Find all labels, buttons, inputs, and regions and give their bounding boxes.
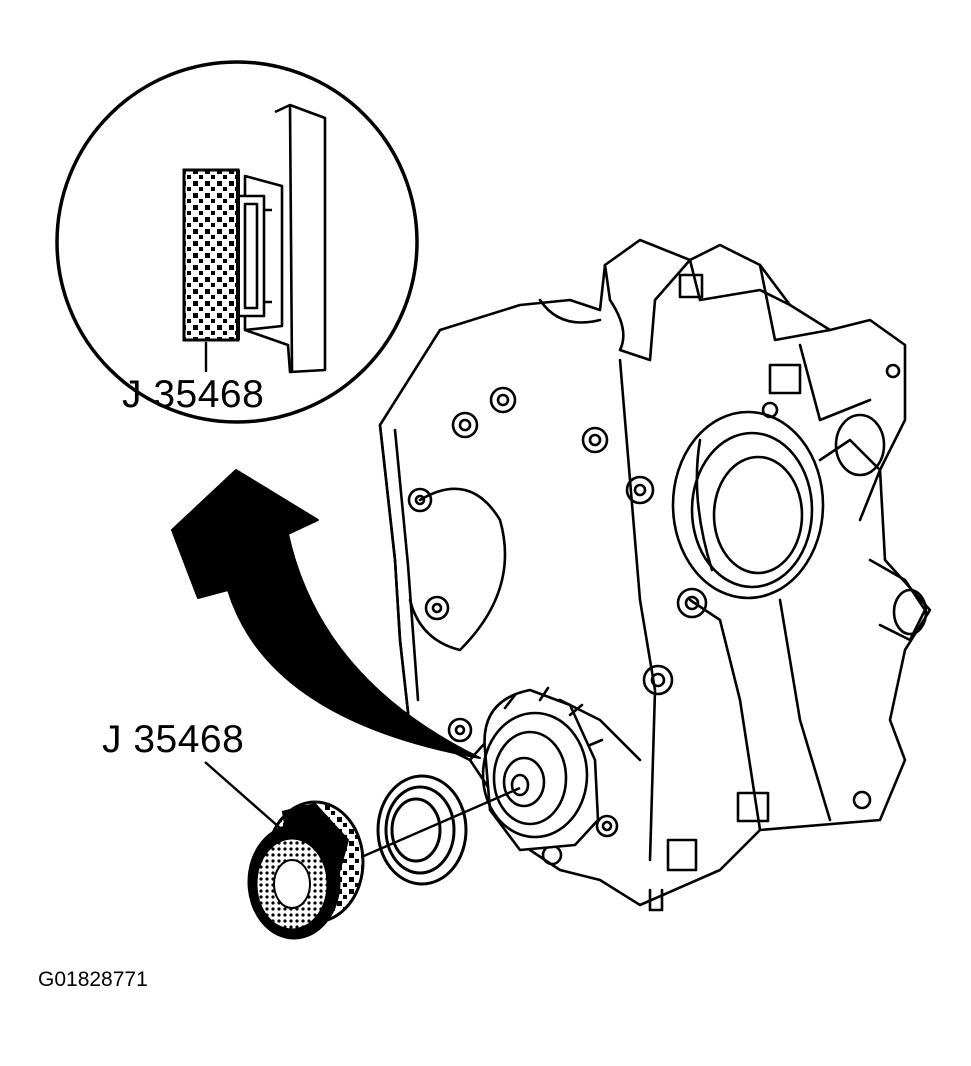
- alignment-line: [349, 786, 521, 864]
- inset-tool-section: [182, 168, 240, 342]
- tool-label: J 35468: [102, 718, 245, 761]
- figure-id: G01828771: [38, 968, 148, 991]
- seal-installer-tool: [247, 800, 365, 940]
- curved-arrow-icon: [171, 469, 481, 759]
- detail-inset: [55, 60, 419, 424]
- tool-leader-line: [204, 761, 289, 836]
- inset-tool-label: J 35468: [122, 373, 265, 416]
- engine-front-cover: [378, 238, 932, 912]
